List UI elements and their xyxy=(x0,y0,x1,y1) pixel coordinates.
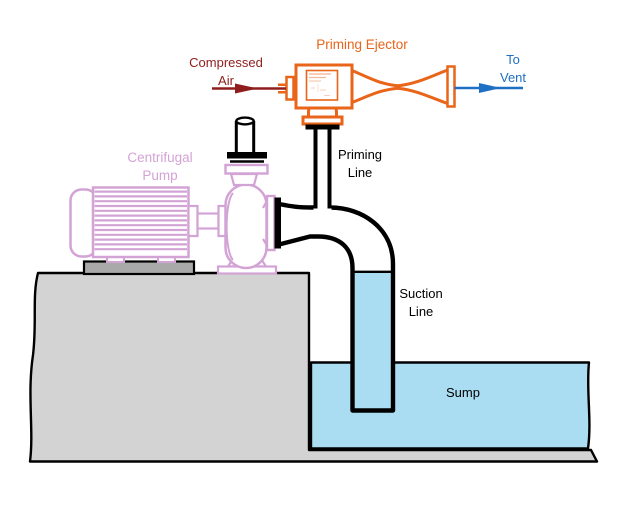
label-priming-line-line2: Line xyxy=(347,165,373,180)
shaft-stub xyxy=(187,204,199,238)
suction-line-pipe xyxy=(278,201,396,413)
discharge-stub-fill xyxy=(237,119,252,152)
shaft xyxy=(196,212,220,230)
vent-arrowhead xyxy=(479,83,501,93)
label-suction-line-line2: Line xyxy=(408,304,434,319)
discharge-stub-opening xyxy=(235,116,255,126)
label-centrifugal-pump: Centrifugal Pump xyxy=(127,149,192,185)
casing-inner-detail xyxy=(225,192,234,261)
ejector-inner-texture xyxy=(309,73,331,96)
motor-base xyxy=(82,260,196,276)
ejector-bottom-flange-orange xyxy=(301,115,344,126)
concrete-block xyxy=(28,271,599,463)
label-priming-line-line1: Priming xyxy=(337,147,383,162)
label-priming-line: Priming Line xyxy=(338,146,382,182)
inlet-flange xyxy=(285,75,295,101)
vent-arrow xyxy=(454,83,523,93)
motor-body xyxy=(91,186,190,259)
priming-pipe-fill xyxy=(313,129,332,210)
venturi-top-profile xyxy=(351,68,449,88)
label-suction-line: Suction Line xyxy=(399,285,442,321)
discharge-flange-pink xyxy=(224,163,269,175)
discharge-neck xyxy=(229,172,259,187)
suction-flange-black xyxy=(274,197,281,249)
discharge-flange-black xyxy=(227,152,267,159)
compressed-air-arrow xyxy=(212,83,286,94)
label-compressed-air: Compressed Air xyxy=(189,54,263,90)
label-compressed-air-line2: Air xyxy=(218,73,234,88)
ejector-bottom-flange-black xyxy=(305,124,340,130)
priming-ejector xyxy=(278,63,456,130)
priming-line-pipe xyxy=(313,129,332,210)
concrete-foundation xyxy=(28,271,599,463)
label-compressed-air-line1: Compressed xyxy=(189,55,263,70)
label-to-vent: To Vent xyxy=(500,51,526,87)
label-suction-line-line1: Suction xyxy=(399,286,443,301)
label-priming-ejector: Priming Ejector xyxy=(316,37,408,52)
label-to-vent-line2: Vent xyxy=(499,70,527,85)
water-inside-suction-pipe xyxy=(354,271,392,409)
ejector-inner-box xyxy=(305,69,339,101)
compressed-air-arrowhead xyxy=(235,83,258,94)
suction-pipe-outline xyxy=(278,201,396,413)
centrifugal-pump xyxy=(69,116,281,276)
venturi-bottom-profile xyxy=(351,86,449,105)
outlet-flange xyxy=(446,65,456,108)
label-centrifugal-pump-line2: Pump xyxy=(142,168,178,183)
label-sump: Sump xyxy=(446,385,480,400)
suction-flange-pink xyxy=(265,194,276,252)
label-to-vent-line1: To xyxy=(506,52,520,67)
motor-fins xyxy=(94,190,187,251)
label-centrifugal-pump-line1: Centrifugal xyxy=(127,150,193,165)
